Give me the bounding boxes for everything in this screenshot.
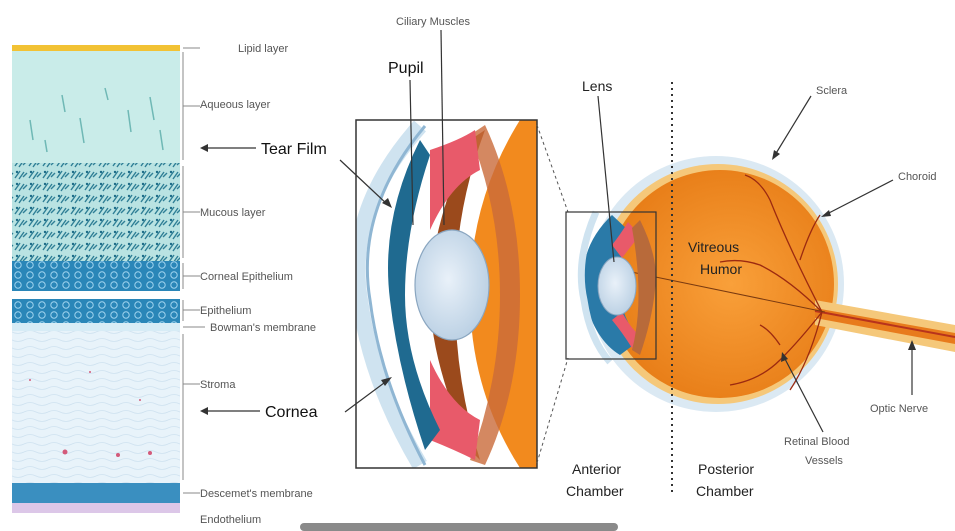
vitreous-label-2: Humor (700, 261, 742, 277)
stroma-label: Stroma (200, 379, 236, 391)
cornea-layer-stack (12, 45, 180, 513)
sclera-label: Sclera (816, 85, 848, 97)
sclera-leader-head (772, 150, 780, 160)
corneal-epithelium-band (12, 261, 180, 291)
whole-eye (566, 156, 955, 412)
choroid-leader (825, 180, 893, 215)
mucous-layer-band (12, 163, 180, 261)
zoom-panel (356, 120, 537, 468)
lens (598, 257, 636, 315)
tear-film-arrowhead (200, 144, 208, 152)
posterior-label-2: Chamber (696, 483, 754, 499)
epithelium-label: Epithelium (200, 305, 251, 317)
cornea-arrowhead (200, 407, 208, 415)
zoom-connector-bottom (537, 358, 568, 463)
posterior-label-1: Posterior (698, 461, 754, 477)
retinal-label-2: Vessels (805, 455, 843, 467)
mucous-layer-label: Mucous layer (200, 207, 266, 219)
lens-label: Lens (582, 78, 612, 94)
retinal-label-1: Retinal Blood (784, 436, 849, 448)
cornea-label: Cornea (265, 404, 318, 421)
anterior-label-1: Anterior (572, 461, 621, 477)
zoom-connector-top (537, 125, 568, 212)
choroid-label: Choroid (898, 171, 937, 183)
endothelium-label: Endothelium (200, 514, 261, 526)
ciliary-muscles-label: Ciliary Muscles (396, 16, 470, 28)
descemet-band (12, 483, 180, 503)
pupil-label: Pupil (388, 60, 424, 77)
corneal-epithelium-label: Corneal Epithelium (200, 271, 293, 283)
bowman-label: Bowman's membrane (210, 322, 316, 334)
descemet-label: Descemet's membrane (200, 488, 313, 500)
bowman-band (12, 323, 180, 331)
zoom-lens (415, 230, 489, 340)
stroma-band (12, 331, 180, 483)
aqueous-layer-band (12, 51, 180, 163)
sclera-leader (775, 96, 811, 155)
stack-gap (12, 291, 180, 299)
anterior-label-2: Chamber (566, 483, 624, 499)
vitreous-label-1: Vitreous (688, 239, 739, 255)
tear-film-label: Tear Film (261, 141, 327, 158)
endothelium-band (12, 503, 180, 513)
optic-nerve-label: Optic Nerve (870, 403, 928, 415)
epithelium-band (12, 299, 180, 323)
lipid-layer-band (12, 45, 180, 51)
scroll-bar (300, 523, 618, 531)
lipid-layer-label: Lipid layer (238, 43, 288, 55)
tear-film-leader-head (382, 198, 392, 208)
aqueous-layer-label: Aqueous layer (200, 99, 271, 111)
